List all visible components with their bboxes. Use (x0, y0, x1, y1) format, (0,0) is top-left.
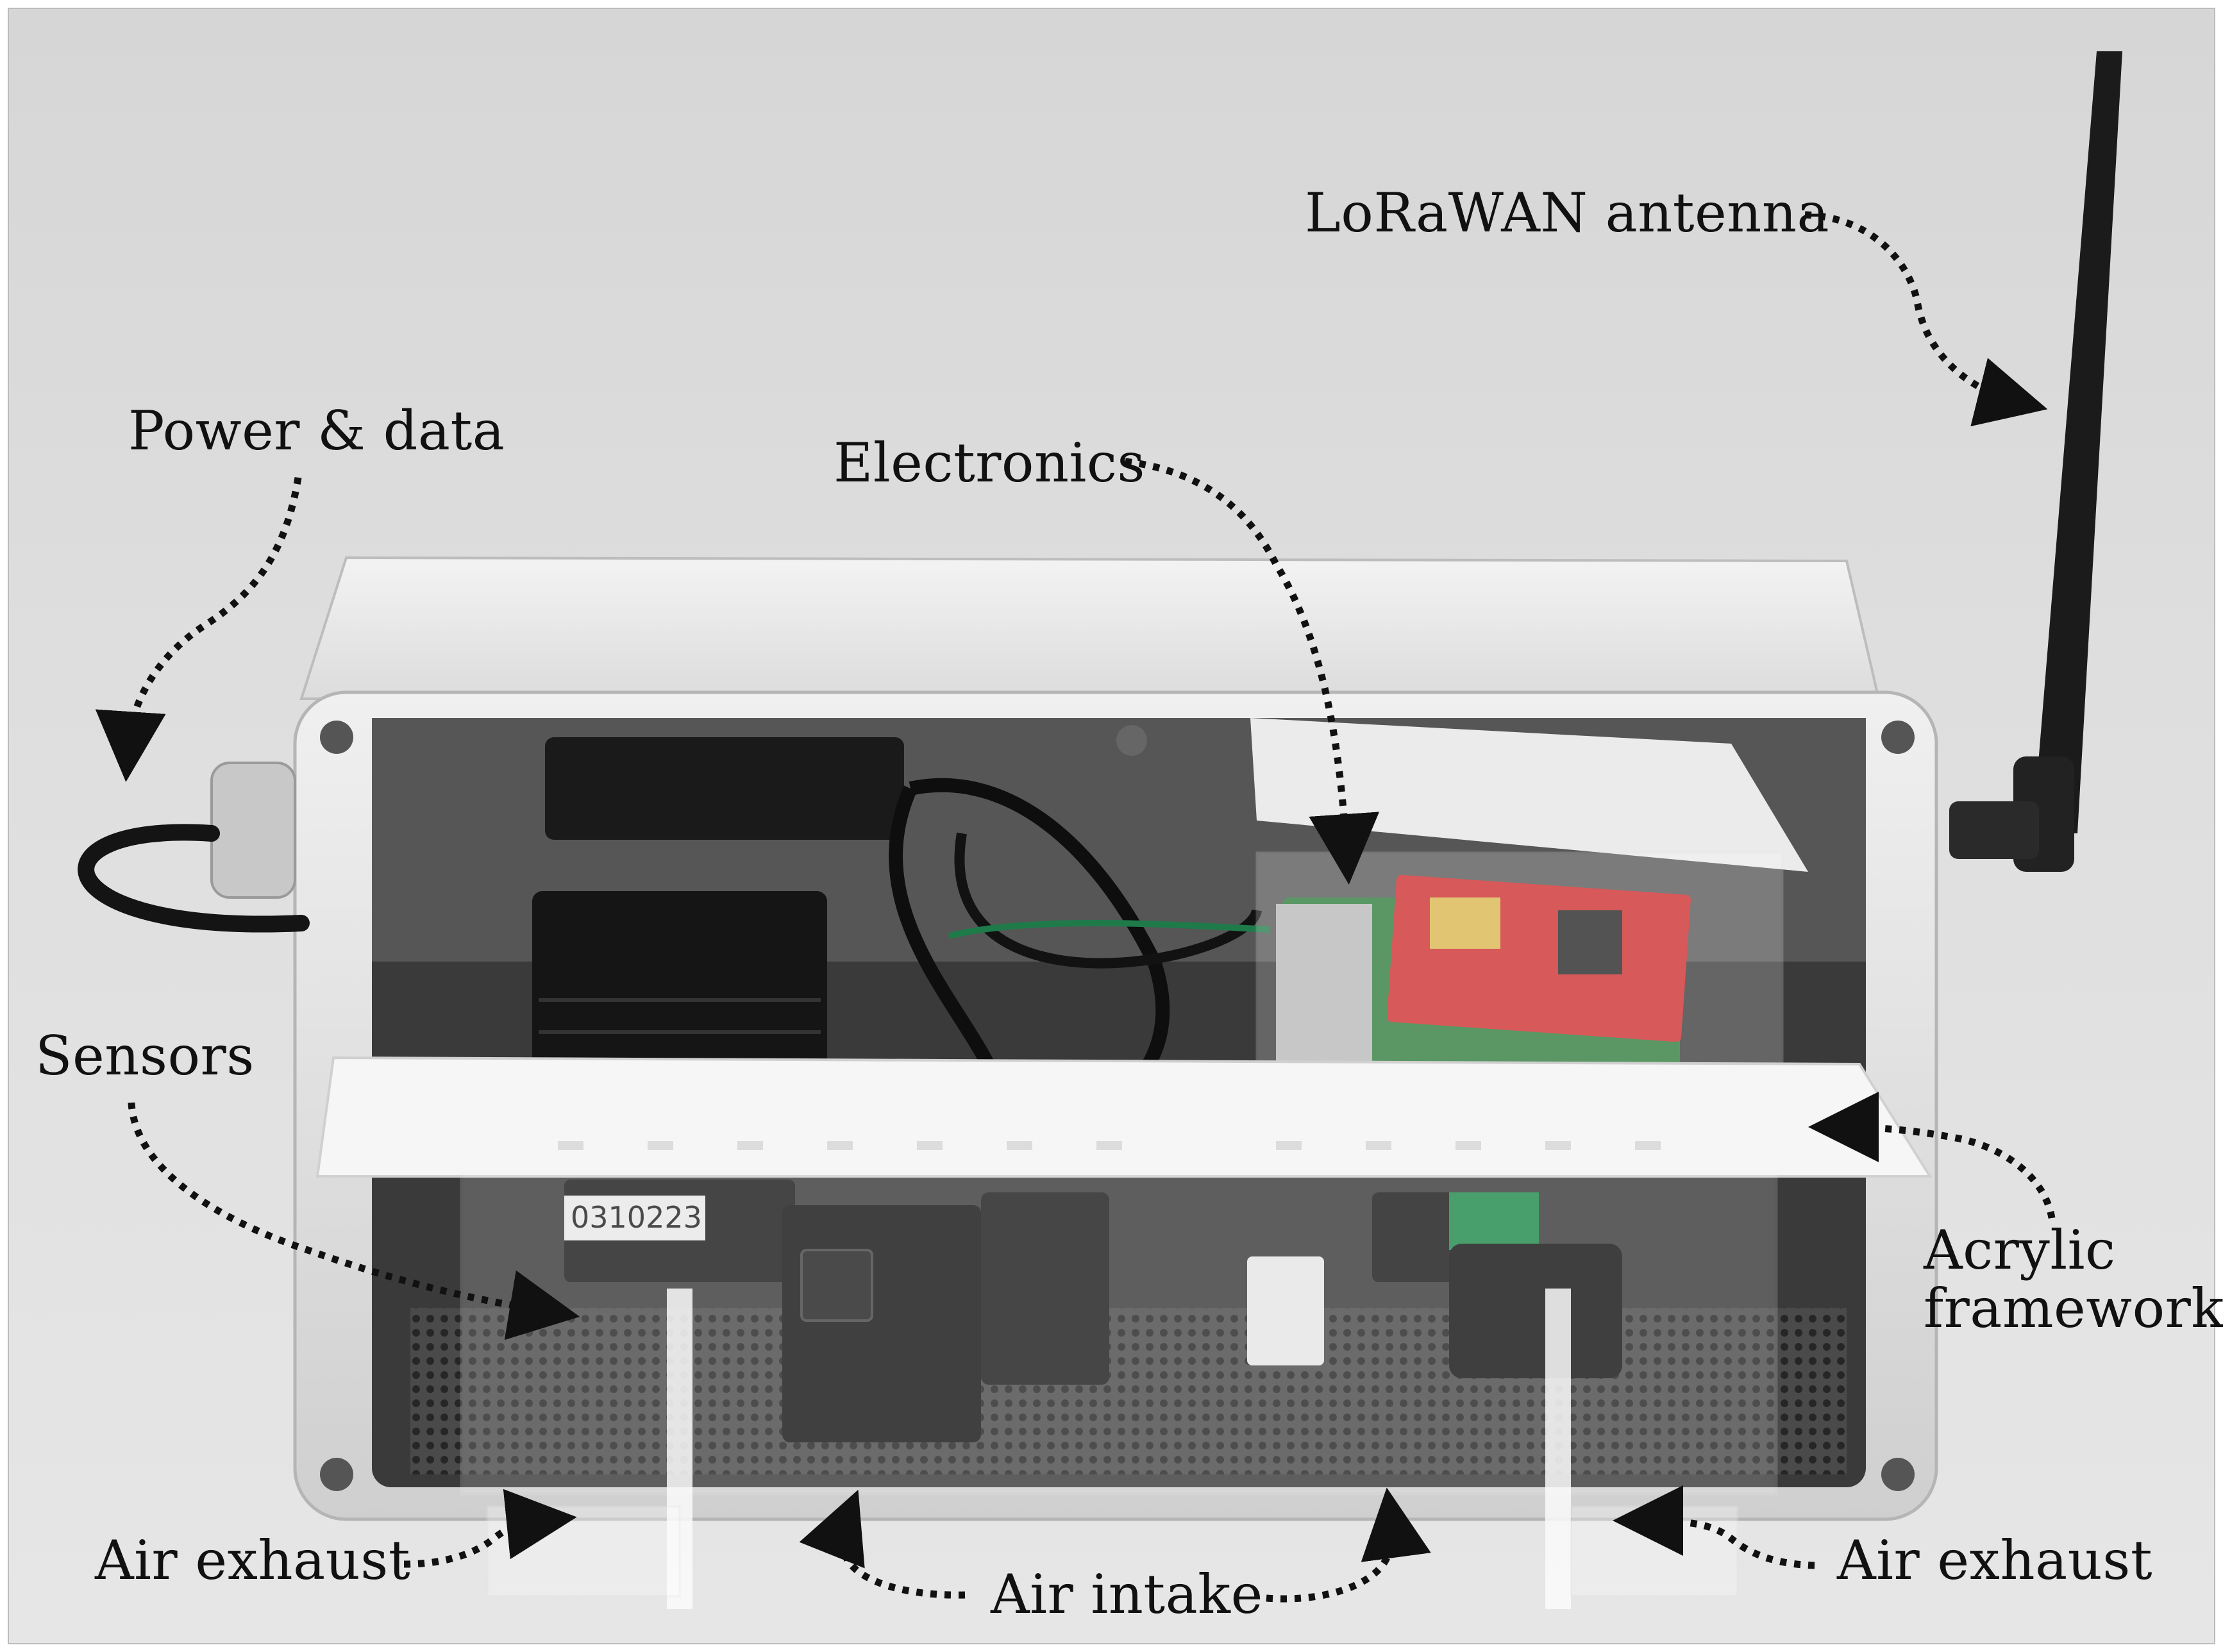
label-air-intake: Air intake (991, 1563, 1263, 1626)
sensor-compartment: 0310223 (410, 1171, 1847, 1609)
label-air-exhaust-right: Air exhaust (1837, 1529, 2153, 1592)
arrow-air-intake-left (799, 1489, 966, 1599)
arrow-power-data (95, 477, 302, 782)
label-air-exhaust-left: Air exhaust (95, 1529, 411, 1592)
label-power-data: Power & data (128, 399, 505, 462)
label-acrylic-framework-line2: framework (1924, 1276, 2223, 1340)
label-lorawan-antenna: LoRaWAN antenna (1305, 181, 1830, 244)
arrow-air-exhaust-left (403, 1489, 577, 1568)
arrow-lorawan-antenna (1804, 211, 2048, 426)
power-data-cable (78, 762, 310, 933)
enclosure-lid (299, 556, 1881, 700)
label-acrylic-framework-line1: Acrylic (1924, 1219, 2116, 1281)
label-sensors: Sensors (35, 1024, 255, 1087)
arrow-electronics (1125, 458, 1380, 885)
label-acrylic-framework: Acrylic framework (1924, 1221, 2223, 1337)
acrylic-shelf (315, 1056, 1933, 1178)
arrow-air-intake-right (1266, 1487, 1431, 1603)
arrow-acrylic-framework (1808, 1092, 2056, 1219)
callout-arrows (95, 211, 2056, 1603)
label-electronics: Electronics (834, 431, 1146, 494)
lorawan-antenna (1949, 51, 2122, 872)
arrow-air-exhaust-right (1613, 1485, 1815, 1569)
arrow-sensors (128, 1102, 580, 1340)
sensor-serial-label: 0310223 (571, 1200, 702, 1235)
